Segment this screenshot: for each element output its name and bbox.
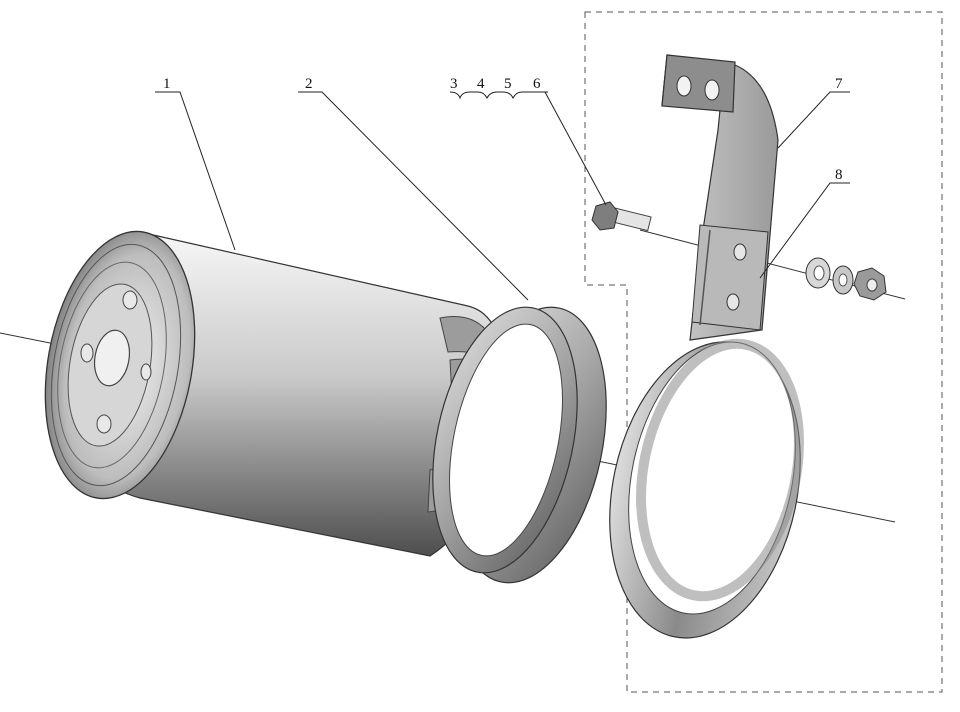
filter-face-ring-mid — [57, 261, 167, 469]
callout-labels: 1 2 3 4 5 6 7 8 — [163, 76, 843, 183]
clamp-band — [609, 338, 804, 639]
bracket-hole — [704, 79, 720, 101]
bracket-clamp-tab — [691, 224, 769, 331]
bolt-head — [591, 201, 619, 231]
leader-8 — [759, 182, 850, 279]
callout-3: 3 — [450, 76, 458, 92]
band-inner-opening — [449, 323, 563, 557]
leader-2 — [298, 91, 529, 301]
filter-hole — [96, 414, 112, 434]
callout-1: 1 — [163, 76, 171, 92]
bolt — [591, 201, 652, 232]
filter-face-ring-outer — [50, 243, 182, 487]
callout-4: 4 — [477, 76, 485, 92]
filter-wrench-band — [432, 306, 607, 584]
filter-hole — [122, 290, 138, 310]
filter-center-port — [93, 329, 131, 387]
leader-lines — [155, 91, 850, 301]
callout-6: 6 — [533, 76, 541, 92]
assembly-boundary-dashed — [584, 11, 943, 693]
washers-and-nut — [805, 257, 887, 301]
filter-hole — [80, 343, 94, 363]
mounting-bracket — [661, 54, 779, 341]
callout-2: 2 — [305, 76, 313, 92]
bracket-top-plate — [661, 54, 736, 113]
oil-filter-cartridge — [44, 230, 506, 557]
filter-hole — [140, 363, 152, 381]
callout-8: 8 — [835, 167, 843, 183]
brace-3-6 — [449, 91, 548, 100]
leader-7 — [777, 91, 850, 149]
leader-6 — [544, 91, 607, 206]
washer-hole — [813, 265, 825, 281]
bracket-hole — [676, 75, 692, 97]
bracket-fold-line — [699, 229, 711, 326]
callout-7: 7 — [835, 76, 843, 92]
nut-hole — [866, 278, 878, 292]
spring-washer-hole — [838, 273, 848, 287]
leader-1 — [155, 91, 236, 251]
callout-5: 5 — [504, 76, 512, 92]
clamp-band-width — [636, 338, 804, 602]
bracket-bolt-hole — [733, 243, 747, 261]
bracket-bolt-hole — [726, 293, 740, 311]
